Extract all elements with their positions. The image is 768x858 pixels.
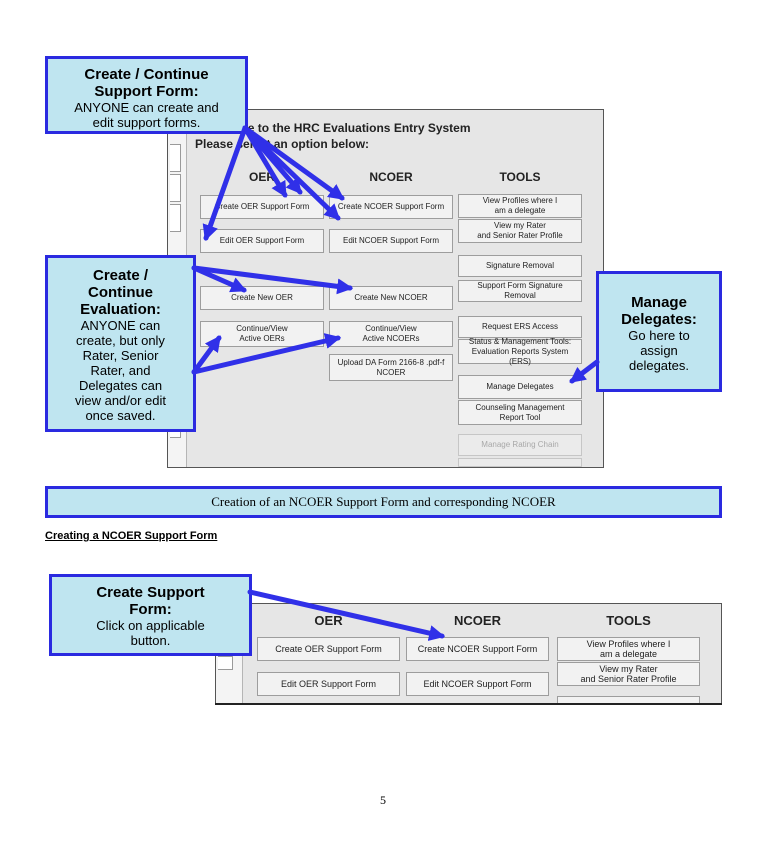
create-ncoer-support-form-button[interactable]: Create NCOER Support Form [406,637,549,661]
view-profiles-delegate-button[interactable]: View Profiles where I am a delegate [458,194,582,218]
edit-ncoer-support-form-button[interactable]: Edit NCOER Support Form [329,229,453,253]
edit-oer-support-form-button[interactable]: Edit OER Support Form [200,229,324,253]
status-management-tools-button[interactable]: Status & Management Tools: Evaluation Re… [458,337,582,366]
callout-support-form: Create / Continue Support Form: ANYONE c… [45,56,248,134]
create-ncoer-support-form-button[interactable]: Create NCOER Support Form [329,195,453,219]
callout-title: Create / Continue Support Form: [84,66,209,100]
callout-body: Click on applicable button. [96,618,205,648]
callout-body: Go here to assign delegates. [628,328,690,373]
sidebar-tab[interactable] [170,144,181,172]
select-prompt: Please select an option below: [195,137,370,151]
screenshot-support-form-menu: OER NCOER TOOLS Create OER Support Form … [215,603,722,704]
edit-ncoer-support-form-button[interactable]: Edit NCOER Support Form [406,672,549,696]
section-banner: Creation of an NCOER Support Form and co… [45,486,722,518]
callout-create-support: Create Support Form: Click on applicable… [49,574,252,656]
create-oer-support-form-button[interactable]: Create OER Support Form [200,195,324,219]
view-rater-profile-button[interactable]: View my Rater and Senior Rater Profile [557,662,700,686]
page-number: 5 [380,793,386,807]
create-new-oer-button[interactable]: Create New OER [200,286,324,310]
callout-delegates: Manage Delegates: Go here to assign dele… [596,271,722,392]
view-rater-profile-button[interactable]: View my Rater and Senior Rater Profile [458,219,582,243]
screenshot-main-menu: Welcome to the HRC Evaluations Entry Sys… [167,109,604,468]
column-header-tools: TOOLS [499,170,541,184]
column-header-oer: OER [314,613,343,628]
sidebar-tab[interactable] [170,174,181,202]
column-header-ncoer: NCOER [454,613,501,628]
callout-title: Manage Delegates: [621,294,697,328]
callout-title: Create Support Form: [96,584,205,618]
callout-body: ANYONE can create, but only Rater, Senio… [74,318,167,423]
manage-rating-chain-button[interactable]: Manage Rating Chain [458,434,582,456]
callout-body: ANYONE can create and edit support forms… [74,100,219,130]
column-header-tools: TOOLS [606,613,651,628]
callout-evaluation: Create / Continue Evaluation: ANYONE can… [45,255,196,432]
continue-view-oers-button[interactable]: Continue/View Active OERs [200,321,324,347]
divider-line [215,703,722,705]
upload-da-form-button[interactable]: Upload DA Form 2166-8 .pdf-f NCOER [329,354,453,381]
create-new-ncoer-button[interactable]: Create New NCOER [329,286,453,310]
signature-removal-button[interactable]: Signature Removal [458,255,582,277]
sidebar-tab[interactable] [170,204,181,232]
continue-view-ncoers-button[interactable]: Continue/View Active NCOERs [329,321,453,347]
support-form-signature-removal-button[interactable]: Support Form Signature Removal [458,280,582,302]
manage-delegates-button[interactable]: Manage Delegates [458,375,582,399]
column-header-oer: OER [248,170,275,184]
counseling-management-button[interactable]: Counseling Management Report Tool [458,400,582,425]
view-profiles-delegate-button[interactable]: View Profiles where I am a delegate [557,637,700,661]
sidebar-tab[interactable] [218,656,233,670]
next-tool-button[interactable] [458,458,582,467]
edit-oer-support-form-button[interactable]: Edit OER Support Form [257,672,400,696]
create-oer-support-form-button[interactable]: Create OER Support Form [257,637,400,661]
section-heading: Creating a NCOER Support Form [45,530,218,542]
request-ers-access-button[interactable]: Request ERS Access [458,316,582,338]
column-header-ncoer: NCOER [369,170,413,184]
callout-title: Create / Continue Evaluation: [80,267,161,318]
